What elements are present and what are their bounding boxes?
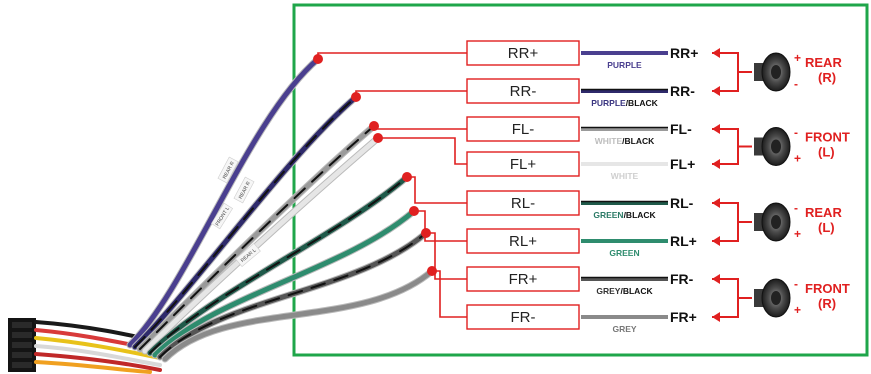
speaker-side: (R)	[818, 296, 836, 311]
polarity-top: -	[794, 126, 798, 140]
leader-lines	[313, 52, 467, 318]
polarity-bottom: -	[794, 77, 798, 91]
harness-wire	[142, 135, 381, 354]
polarity-top: +	[794, 51, 801, 65]
polarity-bracket	[712, 278, 739, 318]
wire-color-label: WHITE	[611, 171, 639, 181]
speaker-name: REAR	[805, 205, 842, 220]
leader-line	[317, 52, 467, 59]
terminal-label: FL-	[670, 121, 692, 137]
connection-dot	[351, 92, 361, 102]
leader-line	[355, 90, 467, 97]
wire-color-label: PURPLE/BLACK	[591, 98, 658, 108]
terminal-label: RL+	[670, 233, 697, 249]
speaker-groups: +-REAR(R)-+FRONT(L)-+REAR(L)-+FRONT(R)	[712, 48, 850, 322]
speaker-icon	[754, 202, 791, 242]
connection-dot	[409, 206, 419, 216]
pin-box: RL-	[466, 190, 580, 216]
harness-wire-stripe	[159, 232, 427, 358]
wire-color-label: PURPLE	[607, 60, 642, 70]
connection-dot	[313, 54, 323, 64]
polarity-bottom: +	[794, 303, 801, 317]
diagram-frame	[292, 3, 869, 357]
harness-wires	[126, 55, 436, 363]
arrow-head	[712, 48, 720, 58]
polarity-bottom: +	[794, 227, 801, 241]
harness-wire-stripe	[134, 96, 357, 348]
pin-label: FL+	[510, 156, 537, 173]
pin-box: RL+	[466, 228, 580, 254]
arrow-head	[712, 198, 720, 208]
connection-dot	[427, 266, 437, 276]
speaker-side: (L)	[818, 220, 835, 235]
speaker-name: REAR	[805, 55, 842, 70]
terminal-label: RL-	[670, 195, 694, 211]
wire-color-label: GREEN	[609, 248, 639, 258]
connection-dot	[402, 172, 412, 182]
wire-color-label: GREY	[612, 324, 636, 334]
harness-wire	[152, 208, 417, 358]
harness-wire	[127, 56, 321, 348]
leader-line	[373, 126, 467, 130]
terminal-label: FR+	[670, 309, 697, 325]
terminal-label: FR-	[670, 271, 694, 287]
pin-box: FR+	[466, 266, 580, 292]
speaker-side: (L)	[818, 145, 835, 160]
wire-color-label: GREY/BLACK	[596, 286, 653, 296]
pin-label: RL-	[511, 195, 535, 212]
arrow-head	[712, 236, 720, 246]
terminal-label: RR+	[670, 45, 698, 61]
arrow-head	[712, 312, 720, 322]
speaker-name: FRONT	[805, 130, 850, 145]
arrow-head	[712, 86, 720, 96]
wire-color-label: GREEN/BLACK	[593, 210, 656, 220]
polarity-bracket	[712, 202, 739, 242]
speaker-icon	[754, 52, 791, 92]
pin-boxes: RR+ RR- FL- FL+ RL- RL+ FR+ FR-	[466, 40, 580, 330]
pin-box: FR-	[466, 304, 580, 330]
speaker-group: - + FRONT(R)	[712, 274, 850, 322]
speaker-icon	[754, 278, 791, 318]
wire-color-label: WHITE/BLACK	[595, 136, 655, 146]
wire-segments: PURPLE RR+ PURPLE/BLACK RR- WHITE/BLACK FL- WH…	[581, 45, 698, 334]
polarity-bracket	[712, 128, 739, 165]
leader-line	[432, 270, 467, 318]
pin-box: RR+	[466, 40, 580, 66]
pin-label: RR+	[508, 45, 539, 62]
pin-label: RR-	[510, 83, 537, 100]
speaker-side: (R)	[818, 70, 836, 85]
leader-line	[378, 137, 467, 165]
polarity-top: -	[794, 201, 798, 215]
pin-label: FR-	[511, 309, 536, 326]
connection-dot	[421, 228, 431, 238]
harness-wire-stripe	[149, 176, 408, 354]
speaker-group: - + REAR(L)	[712, 198, 842, 246]
arrow-head	[712, 124, 720, 134]
speaker-group: - + FRONT(L)	[712, 124, 850, 169]
pin-label: FL-	[512, 121, 535, 138]
polarity-top: -	[794, 277, 798, 291]
arrow-head	[712, 159, 720, 169]
pin-label: FR+	[509, 271, 538, 288]
connection-dot	[369, 121, 379, 131]
wire-tag: REAR R	[233, 176, 255, 204]
polarity-bracket	[712, 52, 739, 92]
pin-box: FL+	[466, 151, 580, 177]
arrow-head	[712, 274, 720, 284]
polarity-bottom: +	[794, 152, 801, 166]
terminal-label: RR-	[670, 83, 695, 99]
terminal-label: FL+	[670, 156, 695, 172]
pin-box: FL-	[466, 116, 580, 142]
speaker-name: FRONT	[805, 281, 850, 296]
harness-connector	[8, 318, 36, 372]
connection-dot	[373, 133, 383, 143]
speaker-group: + -REAR(R)	[712, 48, 842, 96]
leader-line	[407, 176, 467, 204]
harness-wire-stripe	[139, 125, 375, 350]
speaker-icon	[754, 127, 791, 166]
pin-box: RR-	[466, 78, 580, 104]
harness-wire	[162, 268, 435, 362]
pin-label: RL+	[509, 233, 537, 250]
